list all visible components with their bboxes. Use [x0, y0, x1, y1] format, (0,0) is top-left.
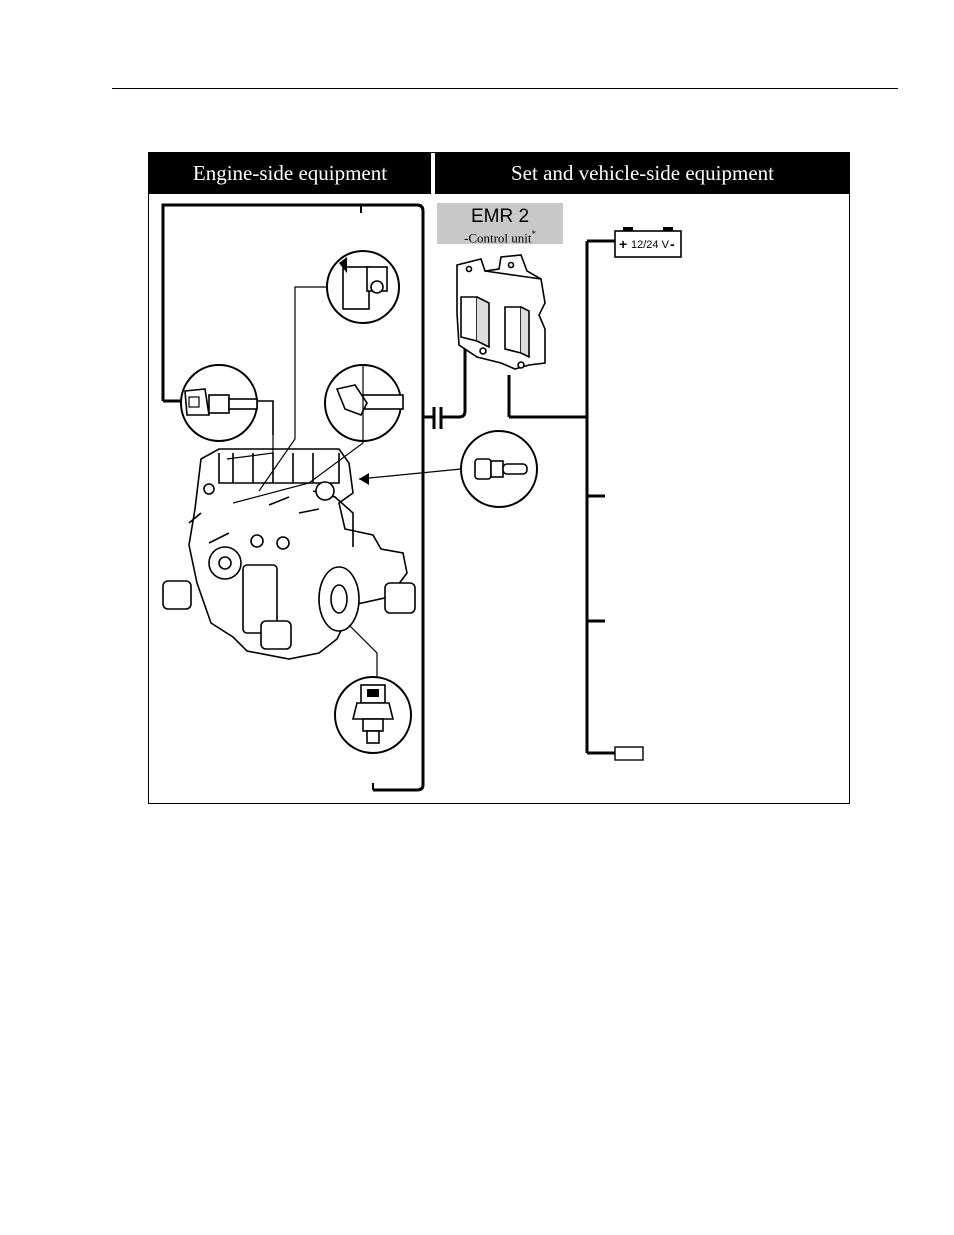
- emr2-system-diagram: Engine-side equipment Set and vehicle-si…: [148, 152, 850, 804]
- oil-pressure-sensor-icon: [335, 677, 411, 753]
- control-unit-label-box: EMR 2 -Control unit*: [437, 203, 563, 244]
- engine-illustration-icon: [163, 449, 415, 659]
- battery-icon: + 12/24 V -: [615, 227, 681, 257]
- battery-minus: -: [670, 236, 675, 252]
- control-unit-marker: *: [532, 229, 537, 239]
- speed-sensor-icon: [181, 365, 273, 441]
- battery-voltage-label: 12/24 V: [631, 239, 670, 251]
- actuator-icon: [327, 251, 399, 323]
- charge-air-sensor-icon: [325, 365, 403, 441]
- battery-plus: +: [619, 236, 627, 252]
- temperature-arrow-head: [359, 473, 369, 485]
- temperature-sensor-icon: [461, 431, 537, 507]
- wiring-diagram: + 12/24 V -: [149, 153, 849, 803]
- control-unit-icon: [457, 255, 545, 369]
- control-unit-subtitle: -Control unit*: [437, 227, 563, 245]
- page-top-rule: [112, 88, 898, 89]
- connector-icon: [423, 339, 465, 429]
- control-unit-title: EMR 2: [437, 206, 563, 227]
- terminal-box: [615, 747, 643, 760]
- control-unit-subtitle-text: -Control unit: [464, 230, 532, 245]
